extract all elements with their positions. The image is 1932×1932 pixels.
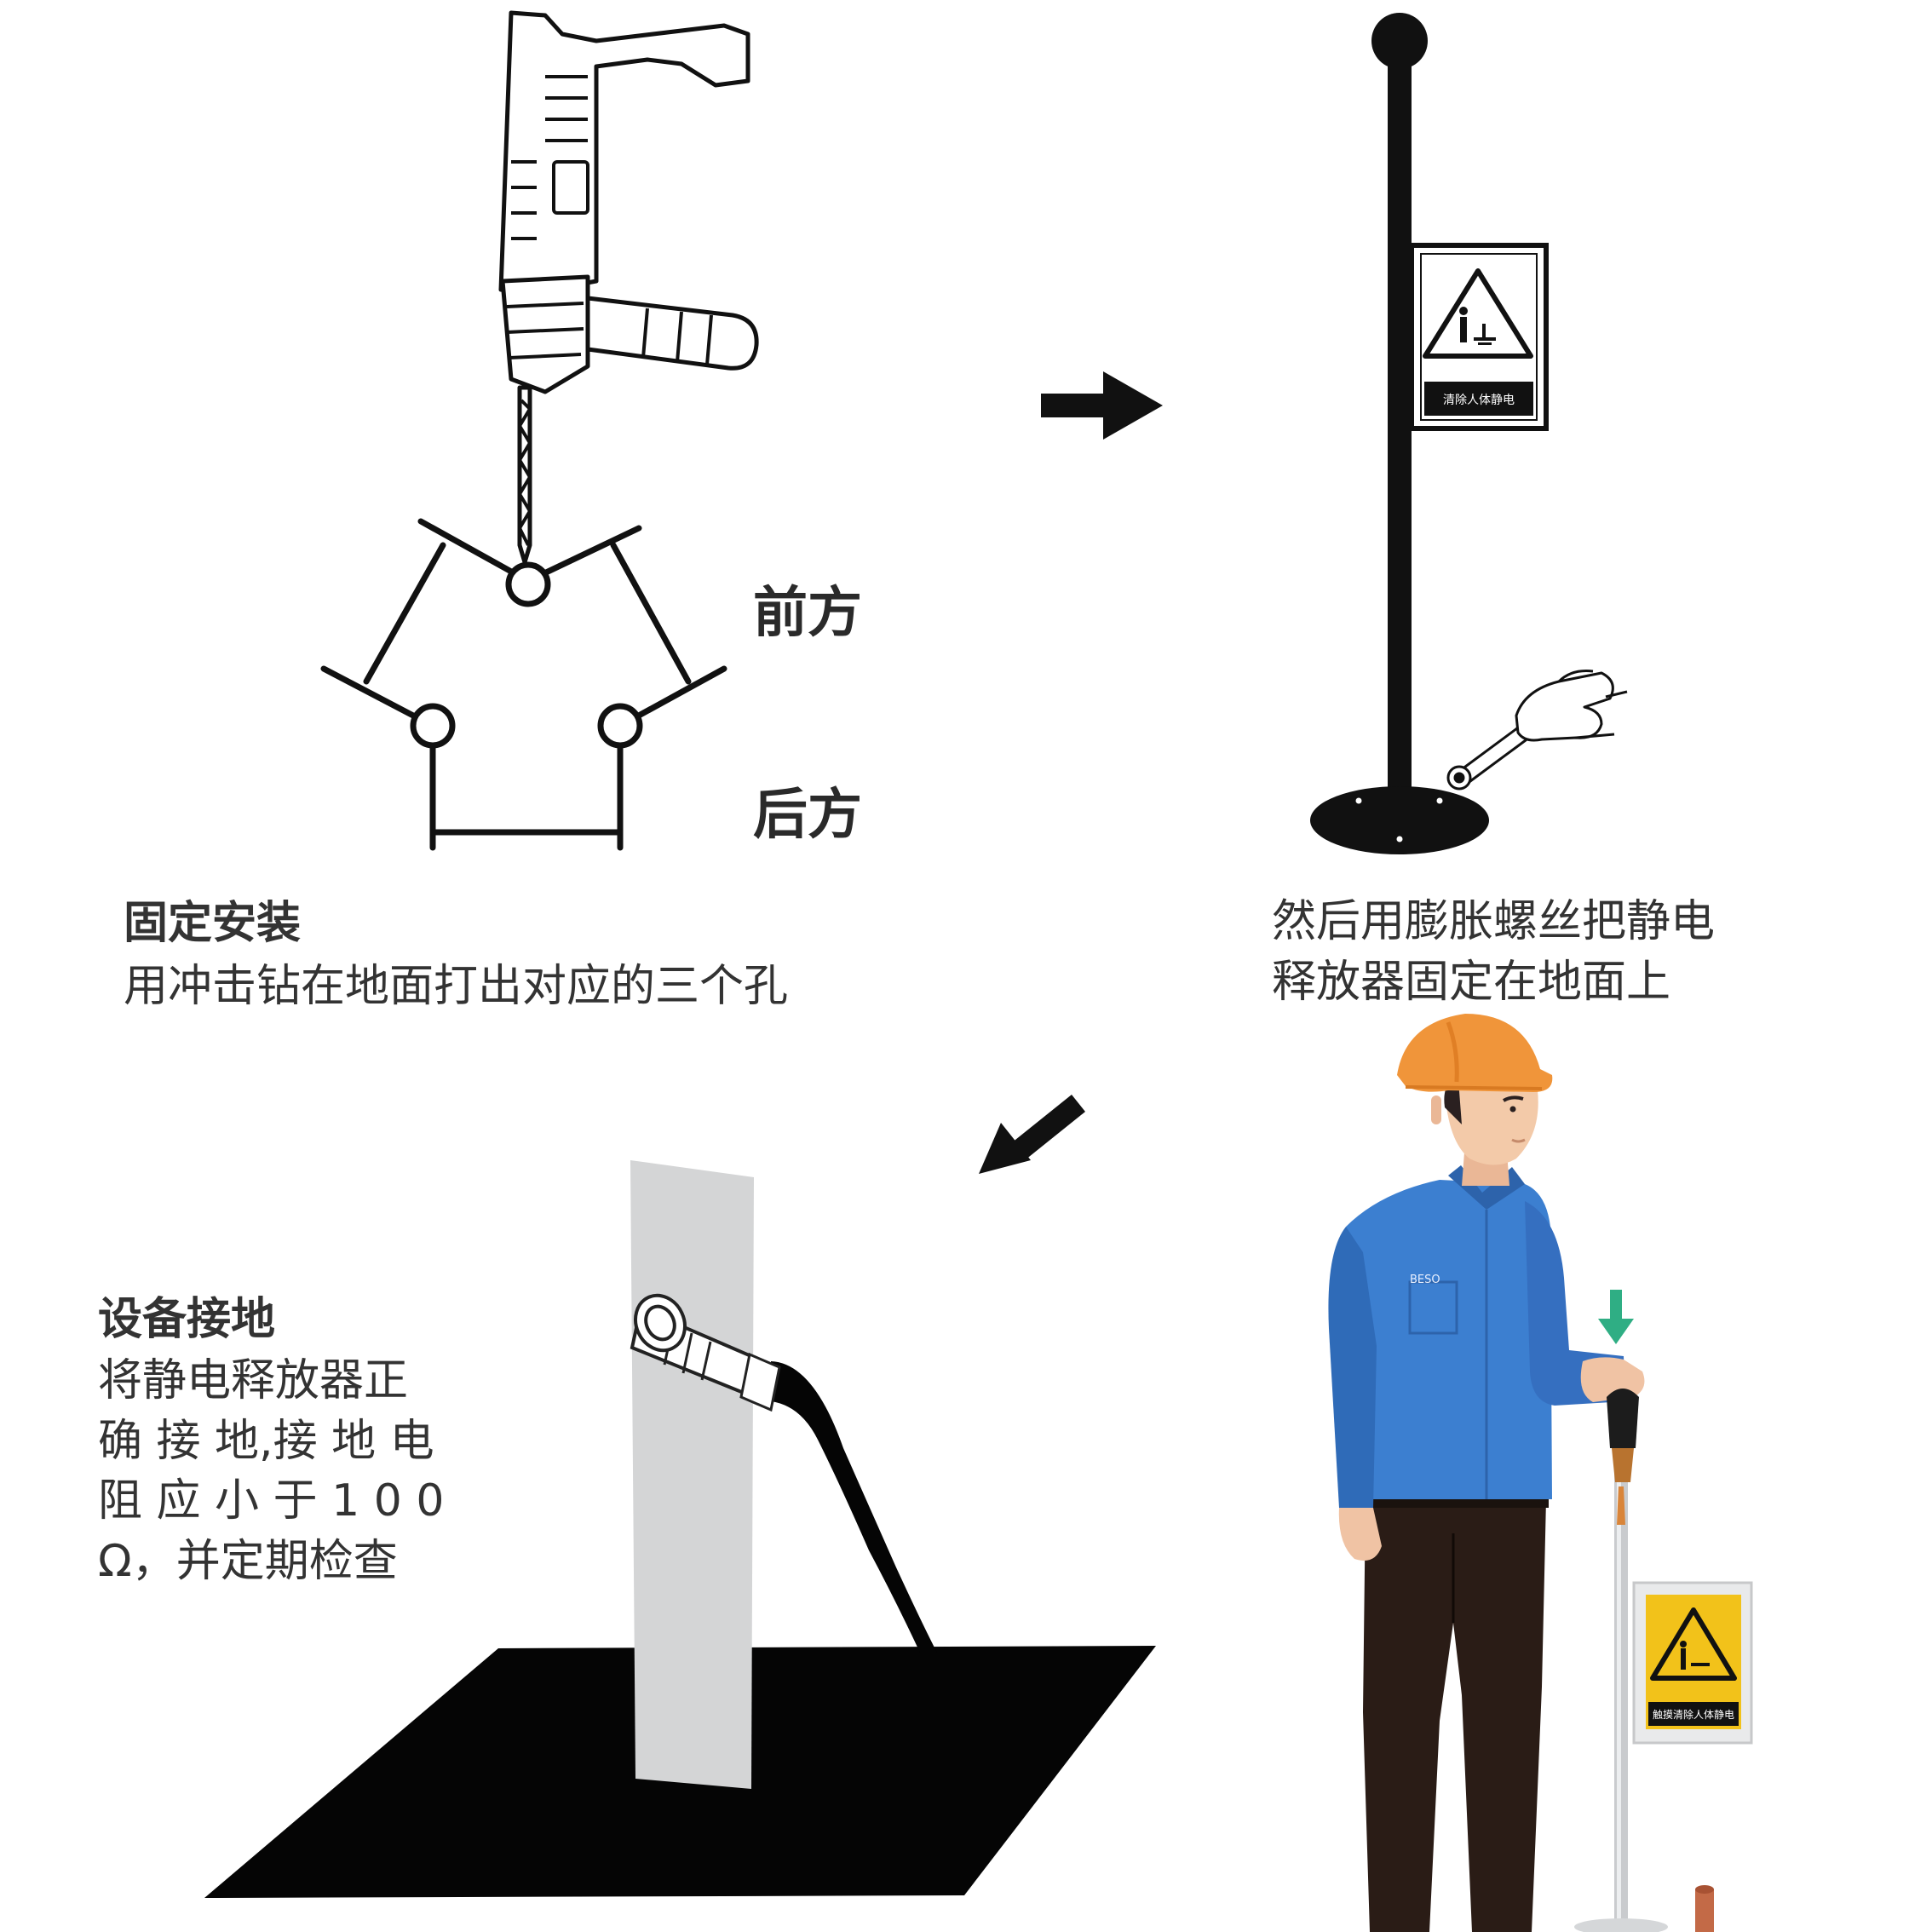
grounding-caption-line-4: Ω，并定期检查 <box>98 1536 398 1588</box>
static-discharge-pole-diagram <box>1310 13 1549 854</box>
pole-caption-line-1: 然后用膨胀螺丝把静电 <box>1272 896 1716 947</box>
pole-sign-text: 清除人体静电 <box>1443 394 1515 407</box>
power-drill-icon <box>498 10 759 565</box>
down-left-arrow-icon <box>979 1095 1085 1174</box>
install-caption: 固定安装 用冲击钻在地面打出对应的三个孔 <box>124 896 788 1017</box>
grounding-caption-line-1: 将静电释放器正 <box>98 1355 409 1406</box>
right-arrow-icon <box>1041 371 1163 440</box>
warning-triangle-icon <box>1650 1607 1737 1681</box>
stick-sign-text: 触摸清除人体静电 <box>1652 1709 1734 1721</box>
back-label: 后方 <box>753 784 862 847</box>
grounding-caption-title: 设备接地 <box>98 1294 276 1345</box>
front-label: 前方 <box>753 582 862 645</box>
grounding-diagram <box>204 1160 1156 1898</box>
shirt-badge: BESO <box>1410 1274 1440 1286</box>
install-caption-title: 固定安装 <box>124 898 302 949</box>
hole-template-diagram <box>320 518 727 851</box>
wrench-hand-drawing <box>1446 670 1628 791</box>
grounding-caption-line-3: 阻 应 小 于 1 0 0 <box>98 1475 445 1527</box>
down-arrow-icon <box>1598 1290 1634 1344</box>
worker-illustration: BESO <box>1328 1014 1645 1932</box>
install-caption-text: 用冲击钻在地面打出对应的三个孔 <box>124 961 789 1012</box>
grounding-caption: 设备接地 将静电释放器正 确 接 地,接 地 电 阻 应 小 于 1 0 0 Ω… <box>98 1292 444 1592</box>
grounding-caption-line-2: 确 接 地,接 地 电 <box>98 1415 434 1467</box>
static-discharge-stick <box>1574 1389 1753 1932</box>
warning-triangle-icon <box>1423 268 1533 359</box>
pole-caption-line-2: 释放器固定在地面上 <box>1272 956 1671 1008</box>
pole-caption: 然后用膨胀螺丝把静电 释放器固定在地面上 <box>1272 892 1715 1012</box>
